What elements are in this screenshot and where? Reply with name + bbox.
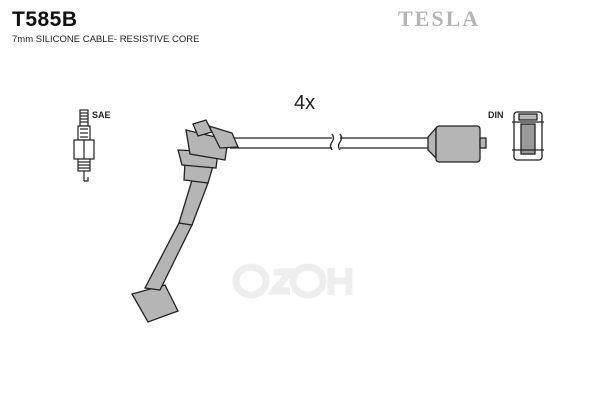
- quantity-label: 4x: [294, 92, 316, 114]
- distributor-terminal: [427, 125, 487, 163]
- spark-plug-icon: [73, 109, 95, 182]
- din-connector-icon: [512, 111, 544, 161]
- sae-label: SAE: [92, 110, 111, 120]
- cable-description: 7mm SILICONE CABLE- RESISTIVE CORE: [12, 34, 200, 45]
- spark-plug-boot: [131, 119, 239, 323]
- ozon-watermark: [232, 263, 353, 299]
- part-number: T585B: [12, 8, 78, 31]
- brand-logo: TESLA: [398, 6, 481, 31]
- din-label: DIN: [488, 110, 504, 120]
- cable-wire: [230, 133, 428, 151]
